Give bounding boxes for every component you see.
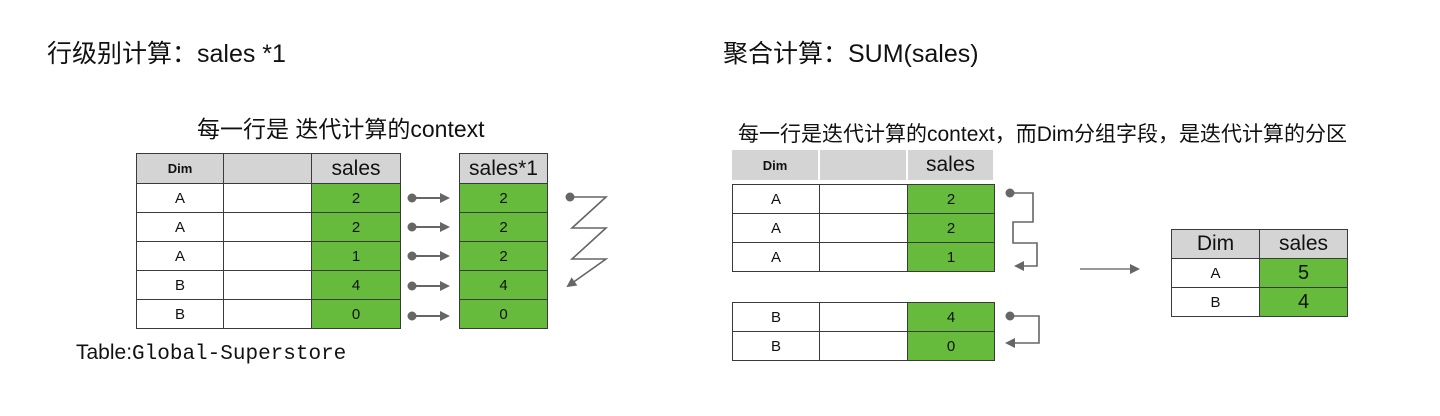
cell-sales: 0 xyxy=(311,299,401,329)
cell-sales: 1 xyxy=(907,242,995,272)
row-arrow-4-icon xyxy=(407,281,450,291)
result-cell: 4 xyxy=(459,270,548,300)
cell-dim: B xyxy=(732,302,820,332)
cell-sales: 2 xyxy=(907,184,995,214)
header-dim: Dim xyxy=(732,150,820,180)
cell-empty xyxy=(223,299,312,329)
header-empty xyxy=(223,153,312,184)
table-row: A 2 xyxy=(136,183,401,213)
header-empty xyxy=(819,150,908,180)
row-arrow-1-icon xyxy=(407,193,450,203)
table-footnote: Table:Global-Superstore xyxy=(76,341,346,366)
cell-dim: B xyxy=(136,299,224,329)
result-cell: 0 xyxy=(459,299,548,329)
cell-sales: 1 xyxy=(311,241,401,271)
cell-sales: 2 xyxy=(311,212,401,242)
cell-sales: 4 xyxy=(311,270,401,300)
header-dim: Dim xyxy=(1171,229,1260,259)
table-row: B 4 xyxy=(1171,287,1348,317)
footnote-table-name: Global-Superstore xyxy=(132,343,347,366)
cell-sales: 2 xyxy=(907,213,995,243)
agg-header: Dim sales xyxy=(732,150,995,180)
partition-b-loop-icon xyxy=(1005,311,1040,348)
header-sales: sales xyxy=(1259,229,1348,259)
source-table: Dim sales A 2 A 2 A 1 B 4 B 0 xyxy=(136,153,401,329)
cell-empty xyxy=(819,184,908,214)
table-row: B 4 xyxy=(732,302,995,332)
cell-empty xyxy=(223,183,312,213)
cell-empty xyxy=(223,212,312,242)
right-subtitle: 每一行是迭代计算的context，而Dim分组字段，是迭代计算的分区 xyxy=(738,123,1348,146)
cell-dim: A xyxy=(136,241,224,271)
left-subtitle: 每一行是 迭代计算的context xyxy=(197,116,485,142)
row-arrow-2-icon xyxy=(407,222,450,232)
cell-sales: 0 xyxy=(907,331,995,361)
footnote-label: Table: xyxy=(76,341,133,364)
header-dim: Dim xyxy=(136,153,224,184)
partition-b-table: B 4 B 0 xyxy=(732,302,995,361)
cell-sum-sales: 4 xyxy=(1259,287,1348,317)
result-cell: 2 xyxy=(459,183,548,213)
cell-empty xyxy=(223,270,312,300)
table-row: A 2 xyxy=(732,184,995,214)
partition-a-loop-icon xyxy=(1005,188,1038,271)
result-table-row-calc: sales*1 2 2 2 4 0 xyxy=(459,153,548,329)
left-title: 行级别计算：sales *1 xyxy=(47,40,286,68)
cell-dim: B xyxy=(1171,287,1260,317)
table-row: B 0 xyxy=(136,299,401,329)
result-cell: 2 xyxy=(459,241,548,271)
cell-dim: A xyxy=(732,242,820,272)
cell-dim: A xyxy=(1171,258,1260,288)
row-arrow-5-icon xyxy=(407,311,450,321)
partition-a-table: A 2 A 2 A 1 xyxy=(732,184,995,272)
cell-dim: A xyxy=(732,184,820,214)
cell-dim: A xyxy=(136,183,224,213)
cell-dim: A xyxy=(732,213,820,243)
table-row: A 5 xyxy=(1171,258,1348,288)
cell-sum-sales: 5 xyxy=(1259,258,1348,288)
zigzag-iteration-icon xyxy=(565,192,609,288)
cell-empty xyxy=(819,331,908,361)
table-row: B 0 xyxy=(732,331,995,361)
cell-sales: 2 xyxy=(311,183,401,213)
table-header-row: Dim sales xyxy=(136,153,401,184)
cell-sales: 4 xyxy=(907,302,995,332)
right-title: 聚合计算：SUM(sales) xyxy=(723,40,979,68)
table-row: A 2 xyxy=(732,213,995,243)
aggregate-result-table: Dim sales A 5 B 4 xyxy=(1171,229,1348,317)
result-cell: 2 xyxy=(459,212,548,242)
table-row: A 1 xyxy=(732,242,995,272)
cell-dim: B xyxy=(732,331,820,361)
table-row: A 1 xyxy=(136,241,401,271)
header-sales: sales xyxy=(907,150,995,180)
cell-empty xyxy=(819,242,908,272)
table-row: A 2 xyxy=(136,212,401,242)
row-arrow-3-icon xyxy=(407,251,450,261)
cell-dim: A xyxy=(136,212,224,242)
